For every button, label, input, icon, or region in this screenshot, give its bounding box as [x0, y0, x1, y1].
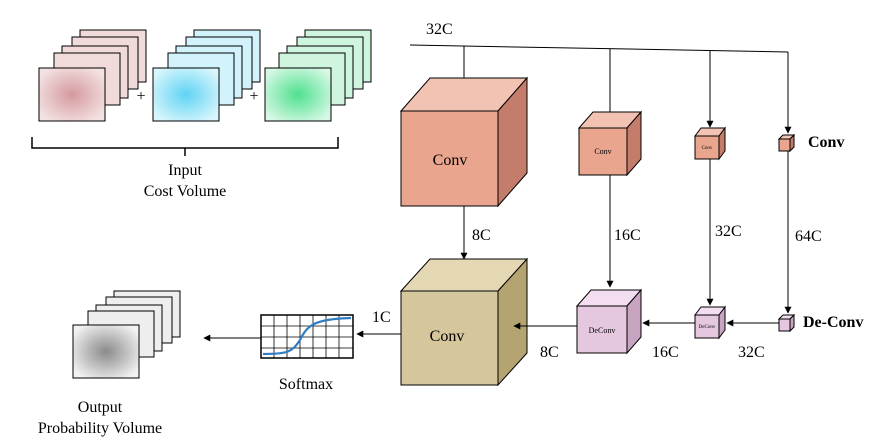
plus-sign-1: +: [136, 88, 145, 105]
input-stack-red: [38, 29, 147, 122]
input-slice-blue: [152, 67, 220, 122]
deconv-block-small: DeConv: [694, 305, 726, 340]
edge-down-tiny: 64C: [795, 228, 822, 245]
output-title: Output: [78, 399, 123, 416]
deconv-small-label: DeConv: [699, 325, 716, 330]
edge-left-tiny: 32C: [738, 344, 765, 361]
edge-down-large: 8C: [472, 227, 491, 244]
legend-conv-label: Conv: [808, 134, 844, 151]
input-brace: [31, 137, 339, 149]
input-subtitle: Cost Volume: [144, 183, 227, 200]
deconv-medium-label: DeConv: [589, 326, 616, 335]
softmax-plot: [260, 314, 354, 359]
input-slice-red: [38, 67, 106, 122]
conv-large-label: Conv: [433, 152, 468, 169]
conv-medium-label: Conv: [594, 147, 611, 156]
input-title: Input: [168, 162, 202, 179]
softmax-label: Softmax: [279, 376, 333, 393]
edge-left-small: 16C: [652, 344, 679, 361]
output-slice: [72, 324, 140, 379]
conv-out-label: Conv: [430, 328, 465, 345]
input-stack-blue: [152, 29, 261, 122]
edge-to-softmax: 1C: [372, 309, 391, 326]
conv-small-label: Conv: [702, 146, 713, 151]
input-stack-green: [264, 29, 372, 122]
conv-block-large: Conv: [399, 76, 529, 208]
conv-block-tiny: [777, 133, 796, 153]
conv-block-medium: Conv: [577, 110, 643, 177]
input-slice-green: [264, 67, 332, 122]
conv-block-out: Conv: [399, 257, 529, 387]
top-bus-line: [409, 44, 789, 53]
legend-deconv-label: De-Conv: [803, 314, 863, 331]
plus-sign-2: +: [249, 88, 258, 105]
sigmoid-curve: [262, 316, 352, 356]
output-stack: [72, 290, 181, 379]
deconv-block-medium: DeConv: [575, 288, 643, 355]
top-channel-label: 32C: [426, 21, 453, 38]
edge-left-medium: 8C: [540, 344, 559, 361]
edge-down-small: 32C: [715, 223, 742, 240]
edge-down-medium: 16C: [614, 227, 641, 244]
deconv-block-tiny: [777, 313, 796, 333]
output-subtitle: Probability Volume: [38, 420, 162, 437]
conv-block-small: Conv: [694, 126, 726, 161]
